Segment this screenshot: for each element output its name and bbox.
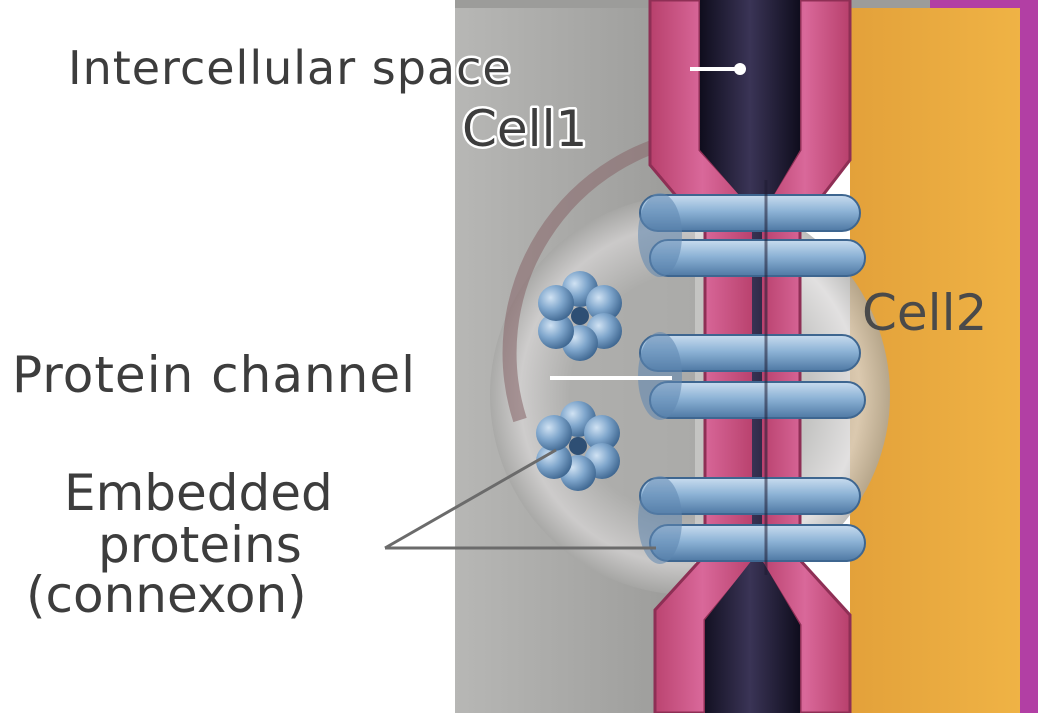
label-protein-channel: Protein channel — [12, 346, 416, 404]
label-cell2: Cell2 — [862, 284, 987, 342]
intercellular-space-dot — [734, 63, 746, 75]
label-embedded-line1: Embedded — [64, 464, 333, 522]
slide-accent-top — [930, 0, 1038, 8]
label-intercellular-space: Intercellular space — [68, 41, 512, 95]
label-embedded-line3: (connexon) — [26, 566, 307, 624]
label-cell1: Cell1 — [462, 100, 587, 158]
slide-accent-bar — [1020, 0, 1038, 713]
